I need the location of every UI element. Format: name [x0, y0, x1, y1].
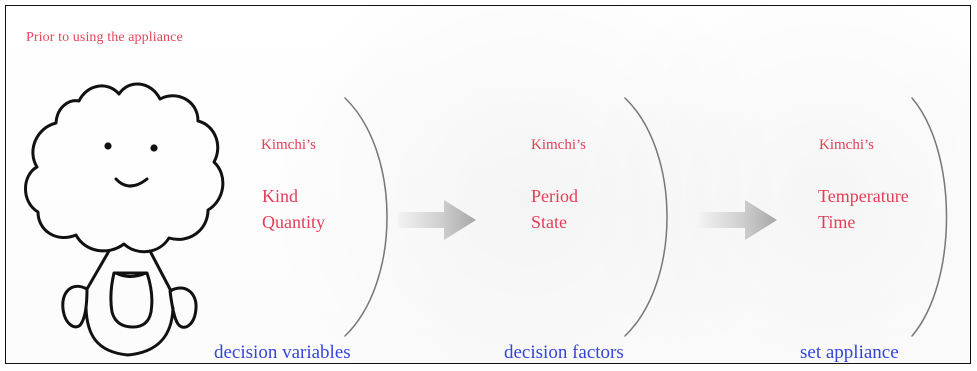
section-1-owner: Kimchi’s — [261, 137, 316, 153]
section-3-bottom-label: set appliance — [800, 342, 899, 363]
person-icon — [24, 82, 225, 357]
arrow-right-icon — [699, 200, 777, 240]
section-2-owner: Kimchi’s — [531, 137, 586, 153]
diagram-frame: Prior to using the appliance Kimchi’s Ki… — [5, 5, 971, 364]
section-2-bracket — [624, 97, 668, 337]
arrow-right-icon — [398, 200, 476, 240]
section-1-values: Kind Quantity — [262, 183, 325, 235]
section-3-line-1: Temperature — [818, 186, 909, 206]
section-2-values: Period State — [531, 183, 578, 235]
section-1-line-2: Quantity — [262, 212, 325, 233]
section-1-bracket — [344, 97, 388, 337]
section-1-line-1: Kind — [262, 186, 298, 206]
section-2-bottom-label: decision factors — [504, 342, 624, 363]
diagram-title: Prior to using the appliance — [26, 30, 183, 45]
section-3-owner: Kimchi’s — [819, 137, 874, 153]
section-3-values: Temperature Time — [818, 183, 909, 235]
section-3-line-2: Time — [818, 212, 856, 233]
section-2-line-1: Period — [531, 186, 578, 206]
section-1-bottom-label: decision variables — [214, 342, 351, 363]
section-3-bracket — [911, 97, 948, 337]
section-2-line-2: State — [531, 212, 567, 233]
